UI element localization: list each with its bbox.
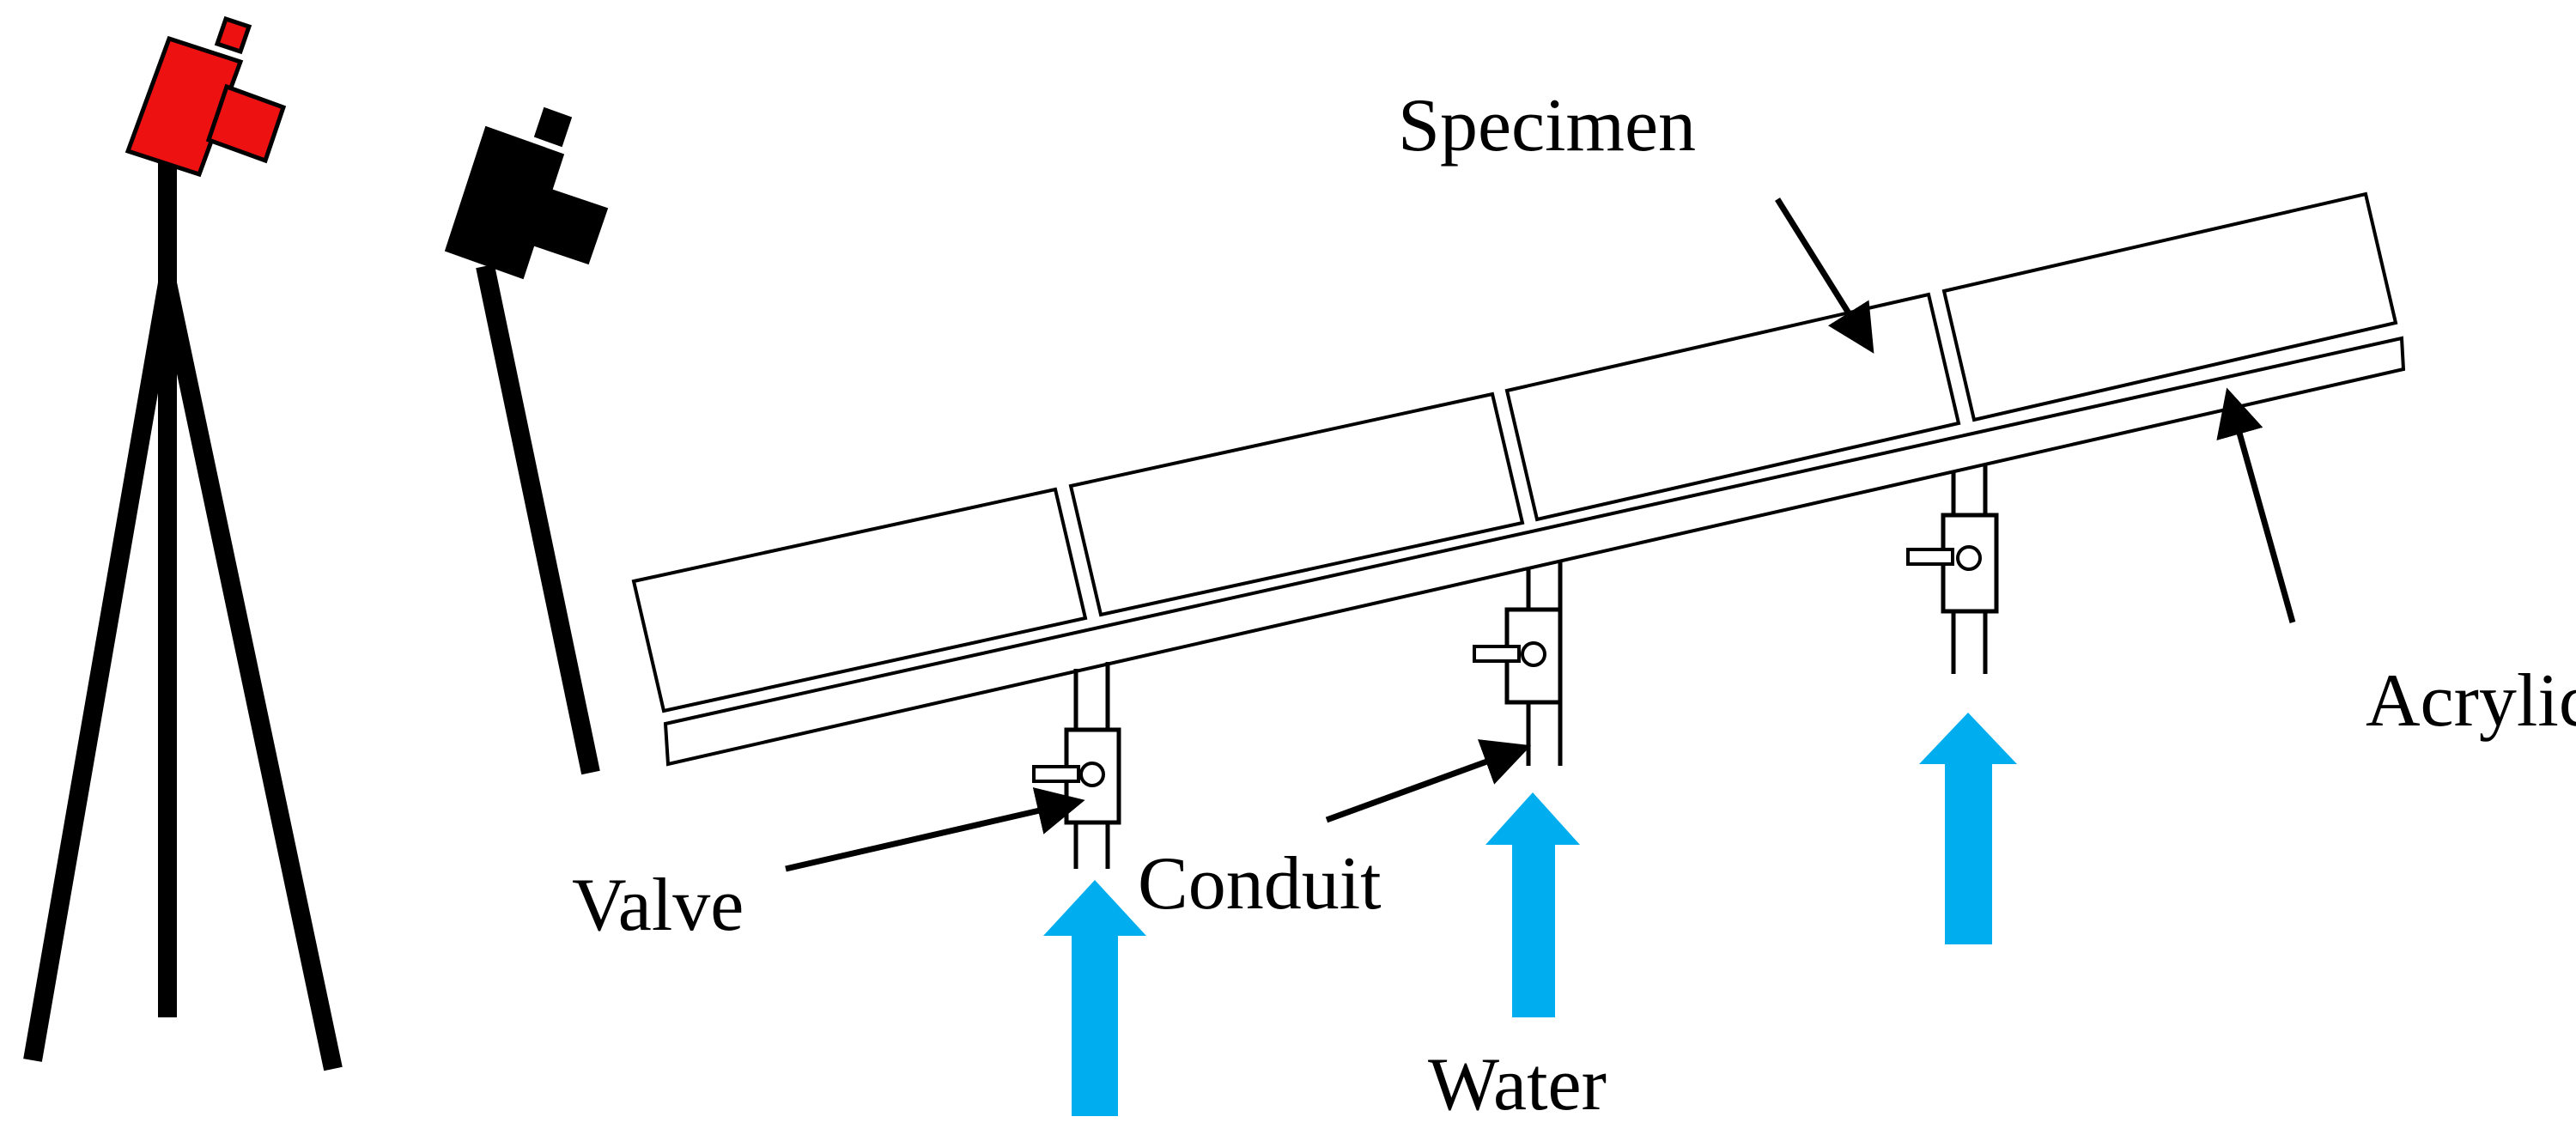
acrylic-sheet-pointer-arrow — [2216, 387, 2296, 623]
specimen-block-1 — [631, 487, 1088, 713]
red-camera-icon — [125, 15, 287, 178]
conduit-label: Conduit — [1138, 842, 1382, 926]
valve-3 — [1906, 513, 1999, 614]
specimen-blocks — [631, 191, 2398, 713]
water-arrow-3 — [1919, 713, 2017, 944]
valve-2 — [1473, 607, 1563, 705]
conduit-pointer-arrow — [1325, 739, 1532, 823]
water-label: Water — [1428, 1043, 1607, 1126]
conduit-3 — [1951, 465, 1988, 674]
specimen-label: Specimen — [1398, 84, 1696, 167]
water-arrows — [1043, 713, 2017, 1116]
specimen-block-4 — [1941, 191, 2398, 422]
specimen-pointer-arrow — [1775, 197, 1874, 354]
water-arrow-2 — [1485, 792, 1580, 1017]
black-camera-icon — [444, 106, 609, 280]
tripod — [23, 159, 343, 1071]
acrylic-sheet — [663, 336, 2406, 767]
water-arrow-1 — [1043, 880, 1146, 1116]
specimen-block-2 — [1068, 391, 1525, 617]
valve-pointer-arrow — [785, 787, 1085, 872]
pointer-arrows — [785, 197, 2296, 872]
camera-pole — [476, 264, 600, 775]
acrylic-sheet-label: Acrylic Sheet — [2366, 659, 2576, 743]
valve-label: Valve — [572, 864, 744, 947]
